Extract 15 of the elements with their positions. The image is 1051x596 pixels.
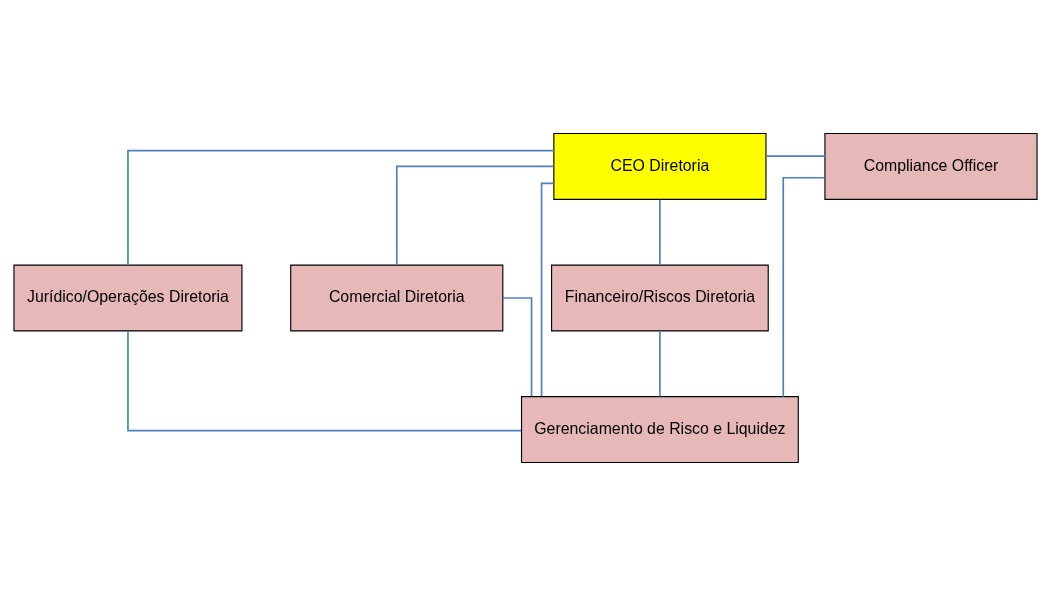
node-box: Comercial Diretoria	[290, 264, 504, 332]
connector	[765, 155, 826, 158]
connector	[782, 176, 826, 398]
node-box: CEO Diretoria	[553, 132, 767, 200]
connector	[127, 330, 523, 432]
connector	[540, 182, 555, 398]
node-box: Compliance Officer	[824, 132, 1038, 200]
node-box: Jurídico/Operações Diretoria	[13, 264, 243, 332]
connector	[659, 330, 661, 398]
node-box: Financeiro/Riscos Diretoria	[551, 264, 769, 332]
node-box: Gerenciamento de Risco e Liquidez	[520, 396, 799, 464]
connector	[395, 165, 555, 266]
connector	[127, 149, 555, 266]
connector	[502, 297, 533, 398]
connector	[659, 198, 661, 266]
